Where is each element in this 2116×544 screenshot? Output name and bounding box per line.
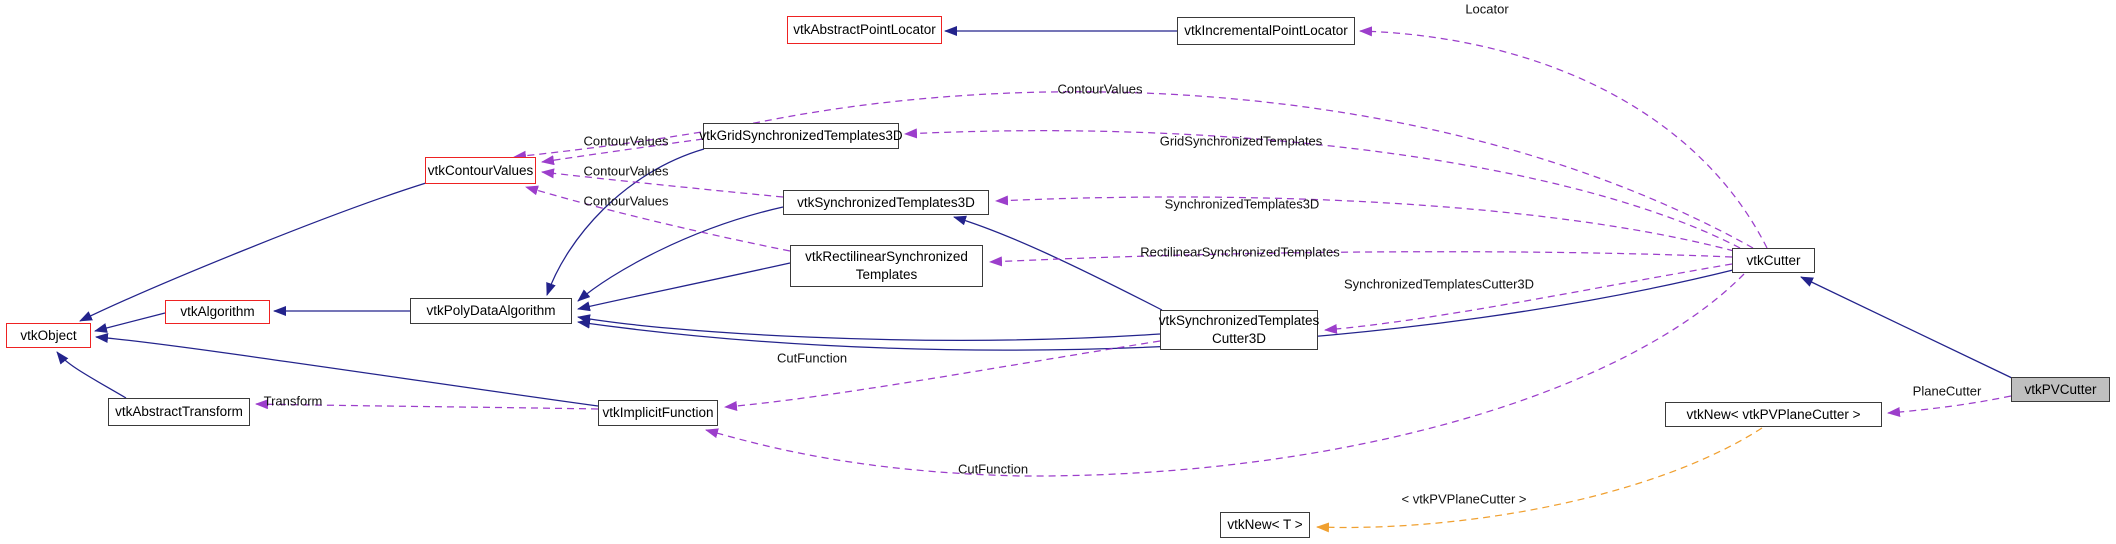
node-label: vtkCutter	[1746, 252, 1801, 268]
node-vtk-incremental-point-locator[interactable]: vtkIncrementalPointLocator	[1177, 17, 1355, 45]
node-vtk-synchronized-templates3d[interactable]: vtkSynchronizedTemplates3D	[783, 190, 989, 215]
node-label: vtkSynchronizedTemplates3D	[797, 194, 975, 210]
edge-rectilinear-contour-values	[525, 185, 791, 252]
node-label: vtkIncrementalPointLocator	[1184, 23, 1348, 39]
edge-label-plane-cutter: PlaneCutter	[1912, 383, 1982, 399]
edge-algorithm-to-object	[94, 312, 166, 333]
edge-cutter-sync3d	[995, 195, 1735, 252]
node-vtk-algorithm[interactable]: vtkAlgorithm	[165, 300, 270, 324]
node-vtk-grid-synchronized-templates3d[interactable]: vtkGridSynchronizedTemplates3D	[699, 123, 903, 149]
node-label: vtkNew< vtkPVPlaneCutter >	[1686, 406, 1861, 422]
edge-cutter-grid	[904, 128, 1741, 249]
node-vtk-abstract-transform[interactable]: vtkAbstractTransform	[108, 398, 250, 426]
node-label: Templates	[855, 267, 918, 282]
edge-label-grid-synchronized-templates: GridSynchronizedTemplates	[1159, 133, 1323, 149]
edge-cutter-synccutter	[1324, 263, 1733, 334]
node-vtk-poly-data-algorithm[interactable]: vtkPolyDataAlgorithm	[410, 298, 572, 324]
edge-synccutter-to-sync3d	[953, 215, 1163, 311]
edge-label-synchronized-templates3d: SynchronizedTemplates3D	[1164, 196, 1320, 212]
edge-transform-to-object	[56, 351, 127, 399]
edge-new-plane-cutter-to-new-t	[1316, 427, 1763, 533]
edge-synccutter-to-polydata	[577, 314, 1161, 341]
node-vtk-abstract-point-locator[interactable]: vtkAbstractPointLocator	[787, 16, 942, 44]
edge-label-rectilinear-synchronized-templates: RectilinearSynchronizedTemplates	[1140, 244, 1340, 260]
node-vtk-pv-cutter[interactable]: vtkPVCutter	[2011, 377, 2110, 402]
edge-cutter-contour-values	[513, 91, 1754, 249]
edge-sync3d-contour-values	[541, 168, 784, 198]
node-vtk-new-t[interactable]: vtkNew< T >	[1220, 512, 1310, 538]
node-label: vtkPVCutter	[2024, 381, 2097, 397]
edge-label-cut-function-mid: CutFunction	[776, 350, 848, 366]
node-label: vtkAlgorithm	[180, 304, 255, 320]
edge-label-transform: Transform	[263, 393, 323, 409]
node-vtk-implicit-function[interactable]: vtkImplicitFunction	[598, 400, 718, 426]
edge-label-contour-values-top: ContourValues	[1057, 81, 1143, 97]
node-label: vtkGridSynchronizedTemplates3D	[699, 128, 903, 144]
edge-implicit-transform	[255, 399, 599, 410]
edge-label-contour-values-1: ContourValues	[583, 133, 669, 149]
edge-implicit-to-object	[95, 332, 599, 407]
edge-pvcutter-new-plane-cutter	[1887, 395, 2012, 417]
edge-pvcutter-to-cutter	[1800, 276, 2013, 379]
node-vtk-new-vtk-pv-plane-cutter[interactable]: vtkNew< vtkPVPlaneCutter >	[1665, 402, 1882, 427]
edge-sync3d-to-polydata	[577, 206, 784, 302]
edge-contour-values-to-object	[79, 182, 427, 322]
edge-rectilinear-to-polydata	[577, 262, 791, 312]
node-vtk-contour-values[interactable]: vtkContourValues	[425, 157, 536, 184]
node-label: Cutter3D	[1211, 331, 1267, 346]
edge-grid-contour-values	[541, 138, 704, 166]
node-label: vtkObject	[20, 327, 77, 343]
edge-cutter-implicit	[705, 273, 1745, 477]
edge-label-contour-values-3: ContourValues	[583, 193, 669, 209]
node-vtk-cutter[interactable]: vtkCutter	[1732, 248, 1815, 273]
node-label: vtkContourValues	[427, 162, 534, 178]
node-vtk-object[interactable]: vtkObject	[6, 323, 91, 348]
node-label: vtkSynchronizedTemplates	[1158, 313, 1320, 329]
node-label: vtkNew< T >	[1227, 517, 1303, 533]
edge-grid-to-polydata	[546, 148, 705, 296]
edge-label-synchronized-templates-cutter3d: SynchronizedTemplatesCutter3D	[1343, 276, 1535, 292]
edge-cutter-locator	[1359, 26, 1768, 249]
node-label: vtkRectilinearSynchronized	[805, 249, 968, 265]
edge-label-template-args: < vtkPVPlaneCutter >	[1401, 491, 1527, 507]
edge-label-contour-values-2: ContourValues	[583, 163, 669, 179]
node-label: vtkPolyDataAlgorithm	[426, 303, 556, 319]
node-label: vtkAbstractTransform	[115, 404, 243, 420]
edge-cutter-to-polydata	[577, 269, 1734, 351]
edge-label-locator: Locator	[1465, 1, 1509, 17]
edge-label-cut-function-bottom: CutFunction	[957, 461, 1029, 477]
node-label: vtkImplicitFunction	[602, 405, 714, 421]
edge-cutter-rectilinear	[989, 251, 1733, 267]
node-label: vtkAbstractPointLocator	[793, 22, 936, 38]
edge-synccutter-implicit	[724, 340, 1161, 411]
